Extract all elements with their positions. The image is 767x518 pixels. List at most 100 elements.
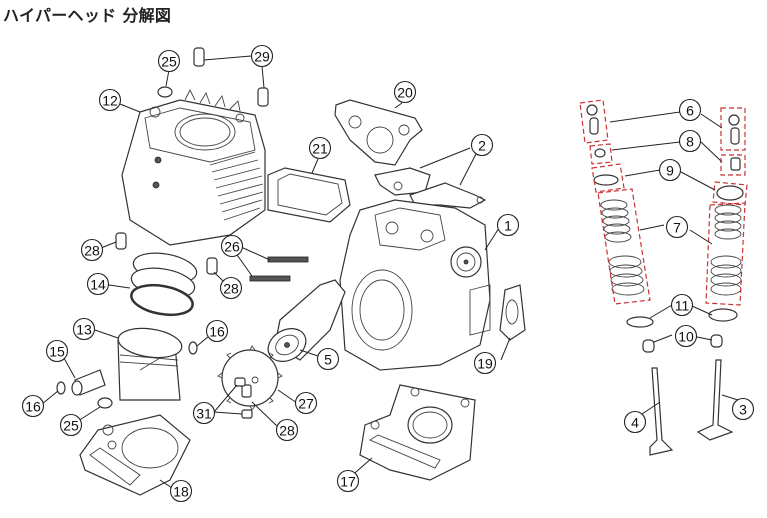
callout-number: 3 xyxy=(739,402,747,418)
callout-number: 18 xyxy=(173,484,189,500)
callout-bubble xyxy=(205,319,229,343)
callout-dowel-pin: 28 xyxy=(80,238,104,262)
callout-bubble xyxy=(98,88,122,112)
cam-sprocket-part xyxy=(217,345,283,411)
callout-number: 20 xyxy=(397,85,413,101)
cylinder-base-gasket-part xyxy=(79,414,191,496)
callout-valve-stem-seal: 10 xyxy=(674,324,698,348)
valve-train-left xyxy=(586,104,674,456)
callout-number: 5 xyxy=(324,352,332,368)
callout-bubble xyxy=(59,413,83,437)
callout-piston-pin: 15 xyxy=(45,339,69,363)
callout-dowel-pin: 28 xyxy=(275,418,299,442)
callout-intake-gasket: 19 xyxy=(473,351,497,375)
callout-stud-bolt: 26 xyxy=(220,234,244,258)
callout-bubble xyxy=(393,80,417,104)
callout-piston-ring-set: 14 xyxy=(86,272,110,296)
callout-bubble xyxy=(678,98,702,122)
callout-number: 13 xyxy=(76,322,92,338)
callout-number: 21 xyxy=(312,141,328,157)
callout-bubble xyxy=(80,238,104,262)
callout-bubble xyxy=(670,293,694,317)
callout-number: 11 xyxy=(675,298,690,314)
cylinder-part xyxy=(121,88,266,246)
callout-number: 12 xyxy=(102,93,118,109)
callout-bubble xyxy=(219,276,243,300)
piston-ring-part xyxy=(130,252,198,317)
callout-bubble xyxy=(658,158,682,182)
callout-bubble xyxy=(470,133,494,157)
callout-number: 8 xyxy=(686,134,694,150)
callout-rocker-arm: 2 xyxy=(470,133,494,157)
stud-bolt-part xyxy=(249,256,309,282)
callout-valve-spring: 7 xyxy=(665,215,689,239)
callout-bubble xyxy=(308,136,332,160)
callout-bubble xyxy=(731,397,755,421)
callout-bubble xyxy=(623,410,647,434)
callout-bubble xyxy=(157,49,181,73)
callout-bubble xyxy=(220,234,244,258)
callout-number: 26 xyxy=(224,239,240,255)
callout-bubble xyxy=(336,469,360,493)
callout-number: 1 xyxy=(504,218,512,234)
callout-cylinder-base-gasket: 18 xyxy=(169,479,193,503)
callout-number: 31 xyxy=(196,406,212,422)
callout-bubble xyxy=(665,215,689,239)
camshaft-part xyxy=(267,279,346,362)
callout-valve-spring-seat: 8 xyxy=(678,129,702,153)
callout-spring-seat-washer: 11 xyxy=(670,293,694,317)
callout-bubble xyxy=(192,401,216,425)
clip-part xyxy=(56,381,66,395)
piston-part xyxy=(117,327,183,401)
callout-number: 16 xyxy=(25,399,41,415)
callout-bubble xyxy=(45,339,69,363)
diagram-title: ハイパーヘッド 分解図 xyxy=(3,6,172,25)
callout-number: 25 xyxy=(161,54,177,70)
intake-gasket-part xyxy=(499,284,526,341)
callout-bubble xyxy=(674,324,698,348)
callout-number: 15 xyxy=(49,344,65,360)
cylinder-head-part xyxy=(339,199,491,371)
clip-part xyxy=(188,341,198,355)
callout-exhaust-valve: 3 xyxy=(731,397,755,421)
callout-bubble xyxy=(496,213,520,237)
dowel-pin-part xyxy=(193,47,269,107)
callout-spring-retainer: 9 xyxy=(658,158,682,182)
valve-train-right xyxy=(696,114,744,441)
callout-piston-pin-clip: 16 xyxy=(205,319,229,343)
callout-piston-pin-clip: 16 xyxy=(21,394,45,418)
callout-head-cover-gasket: 21 xyxy=(308,136,332,160)
callout-cylinder-head: 1 xyxy=(496,213,520,237)
dowel-ring-part xyxy=(157,86,173,98)
callout-number: 28 xyxy=(84,243,100,259)
piston-pin-part xyxy=(71,369,106,396)
callout-bubble xyxy=(72,317,96,341)
callout-cylinder-head-gasket: 17 xyxy=(336,469,360,493)
callout-number: 28 xyxy=(279,423,295,439)
callout-intake-valve: 4 xyxy=(623,410,647,434)
callout-number: 17 xyxy=(340,474,356,490)
callout-camshaft: 5 xyxy=(316,347,340,371)
callout-cylinder-dowel-ring: 25 xyxy=(157,49,181,73)
callout-number: 7 xyxy=(673,220,681,236)
callout-bubble xyxy=(473,351,497,375)
head-cover-gasket-part xyxy=(267,167,351,223)
callout-cylinder: 12 xyxy=(98,88,122,112)
dowel-pin-part xyxy=(115,232,127,250)
callout-bubble xyxy=(169,479,193,503)
cylinder-head-gasket-part xyxy=(359,384,476,481)
callout-sprocket-bolt: 31 xyxy=(192,401,216,425)
part-group-boxes xyxy=(579,99,748,306)
callout-dowel-ring: 25 xyxy=(59,413,83,437)
callout-valve-cotter-retainer: 6 xyxy=(678,98,702,122)
callout-dowel-pin: 29 xyxy=(250,44,274,68)
callout-cam-sprocket: 27 xyxy=(294,391,318,415)
callout-number: 9 xyxy=(666,163,674,179)
callout-number: 29 xyxy=(254,49,270,65)
camshaft-holder-gasket-part xyxy=(334,99,423,166)
callout-number: 27 xyxy=(298,396,314,412)
callout-dowel-pin: 28 xyxy=(219,276,243,300)
callout-number: 4 xyxy=(631,415,639,431)
